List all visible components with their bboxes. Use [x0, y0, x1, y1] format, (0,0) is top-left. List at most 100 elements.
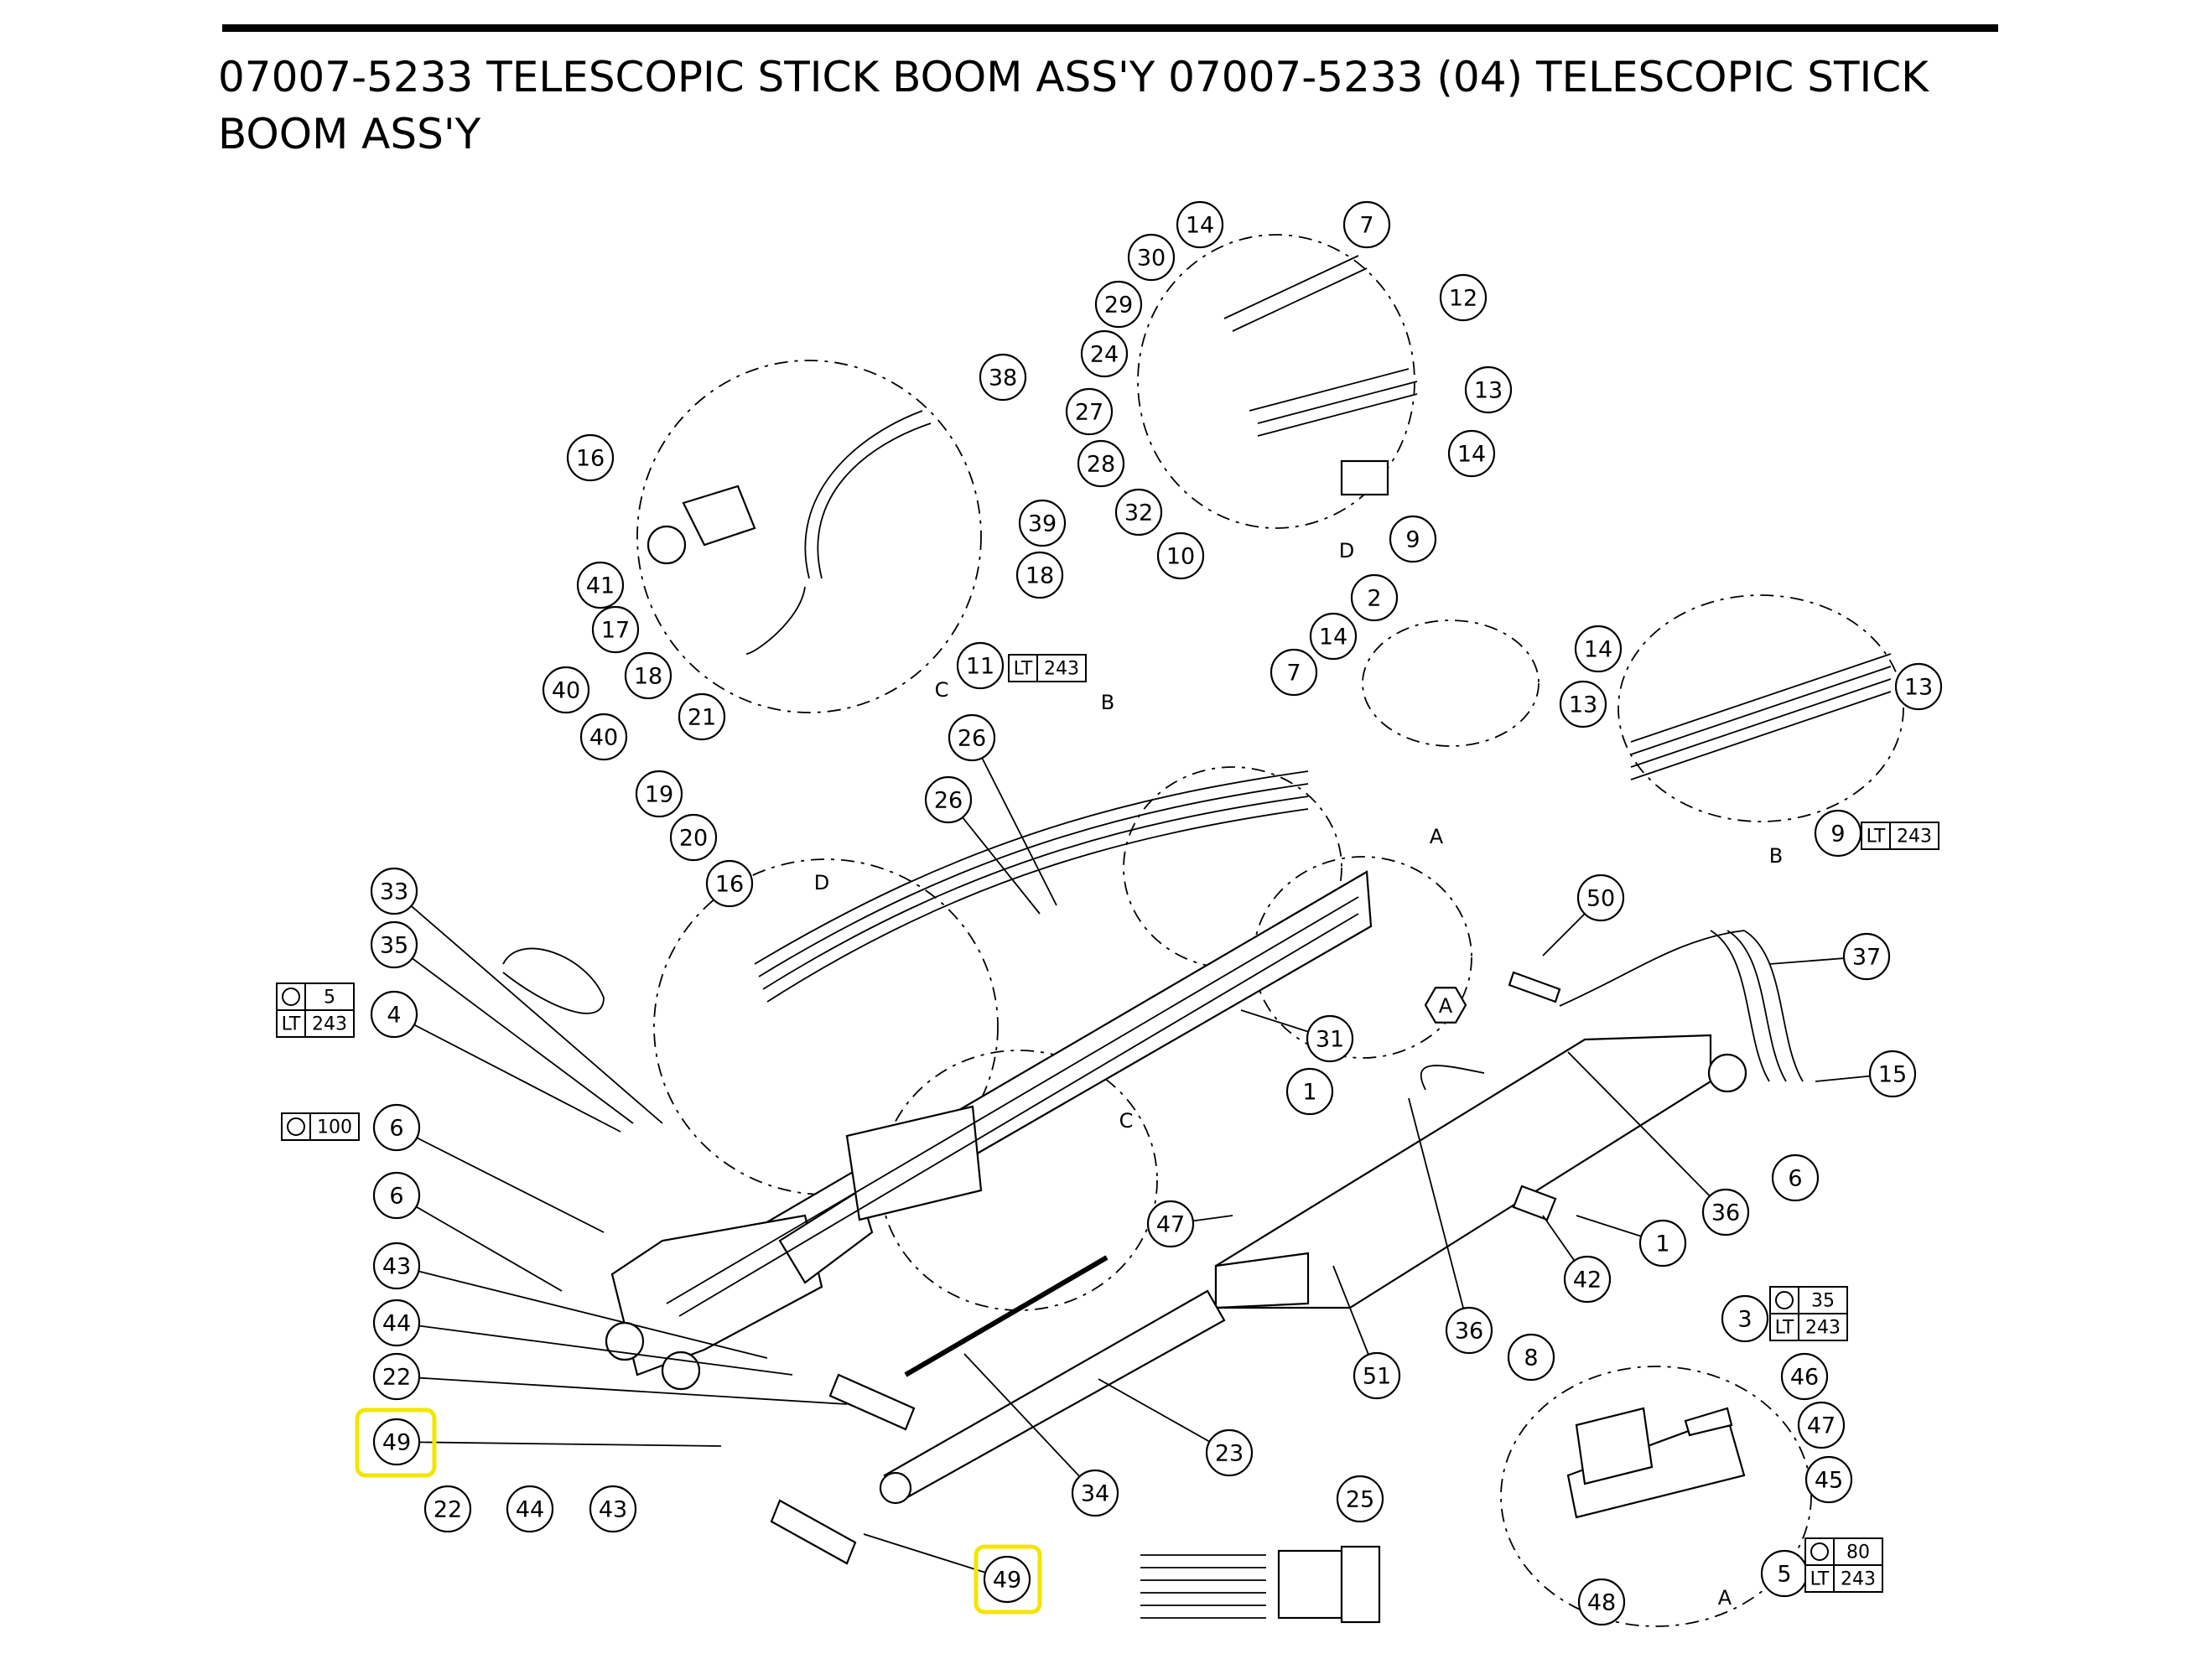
callout-number: 11	[966, 654, 994, 680]
callout-43: 43	[589, 1485, 637, 1533]
callout-16: 16	[566, 433, 615, 482]
callout-42: 42	[1563, 1255, 1612, 1304]
callout-number: 24	[1090, 342, 1119, 368]
callout-number: 38	[989, 365, 1017, 391]
callout-circle	[372, 1352, 421, 1401]
callout-number: 40	[552, 678, 580, 704]
torque-value: 100	[317, 1117, 352, 1138]
callout-circle	[1018, 499, 1067, 547]
callout-circle	[1439, 273, 1488, 322]
callout-circle	[566, 433, 615, 482]
callout-number: 1	[1302, 1080, 1316, 1106]
callout-number: 45	[1815, 1468, 1843, 1494]
callout-number: 34	[1081, 1481, 1109, 1507]
callout-number: 40	[589, 725, 618, 751]
callout-number: 31	[1316, 1027, 1344, 1053]
callout-31: 31	[1306, 1014, 1354, 1063]
detail-letter: D	[814, 871, 829, 894]
callout-number: 16	[715, 872, 744, 898]
detail-letter: B	[1101, 691, 1114, 714]
callout-circle	[1797, 1401, 1846, 1449]
torque-icon	[282, 988, 300, 1006]
callout-number: 6	[389, 1184, 403, 1210]
callout-circle	[624, 651, 672, 700]
callout-circle	[1080, 329, 1129, 378]
callout-number: 44	[516, 1497, 544, 1523]
callout-circle	[1336, 1475, 1384, 1523]
callout-circle	[1464, 365, 1513, 414]
callout-circle	[1350, 573, 1399, 622]
callout-circle	[1114, 488, 1163, 537]
callout-41: 41	[576, 561, 625, 609]
torque-value: 5	[324, 988, 335, 1008]
hose-lines	[502, 770, 1804, 1091]
callout-circle	[1342, 200, 1391, 249]
callout-48: 48	[1577, 1578, 1626, 1626]
callout-number: 22	[382, 1365, 411, 1391]
callout-circle	[1353, 1351, 1401, 1400]
callout-circle	[579, 713, 628, 761]
callout-number: 13	[1474, 378, 1503, 404]
callout-number: 42	[1573, 1268, 1602, 1294]
callout-29: 29	[1094, 280, 1143, 329]
callout-34: 34	[1071, 1469, 1119, 1517]
callout-circle	[1077, 439, 1125, 488]
callout-37: 37	[1842, 932, 1891, 981]
callout-circle	[1842, 932, 1891, 981]
callout-13: 13	[1894, 662, 1943, 711]
callout-circle	[1868, 1050, 1917, 1098]
callout-12: 12	[1439, 273, 1488, 322]
torque-value: 35	[1811, 1291, 1835, 1312]
detail-circles	[636, 234, 1904, 1627]
callout-circle	[1156, 531, 1205, 580]
callout-circle	[372, 1299, 421, 1347]
callout-number: 27	[1075, 400, 1103, 426]
callout-number: 30	[1137, 246, 1166, 272]
callout-circle	[1771, 1154, 1820, 1202]
detail-25-parts	[1140, 1545, 1381, 1624]
torque-icon	[287, 1117, 305, 1136]
callout-number: 33	[380, 879, 408, 905]
callout-20: 20	[669, 813, 718, 862]
callout-44: 44	[372, 1299, 421, 1347]
callout-circle	[1577, 1578, 1626, 1626]
callout-circle	[1445, 1306, 1493, 1355]
detail-letter: B	[1769, 844, 1783, 868]
callout-number: 37	[1852, 945, 1881, 971]
highlight-boxes	[355, 1408, 1042, 1615]
lt-label: LT	[282, 1014, 301, 1035]
torque-value: 80	[1846, 1542, 1870, 1563]
callout-circle	[1574, 625, 1623, 673]
callout-number: 8	[1524, 1345, 1538, 1371]
callout-8: 8	[1507, 1333, 1555, 1382]
callout-1: 1	[1638, 1219, 1687, 1268]
callout-number: 28	[1087, 452, 1115, 478]
callout-number: 6	[1788, 1166, 1802, 1192]
callout-circle	[372, 1103, 421, 1152]
callout-16: 16	[705, 859, 754, 908]
callout-44: 44	[506, 1485, 554, 1533]
callout-number: 16	[576, 446, 605, 472]
callout-circle	[669, 813, 718, 862]
callout-14: 14	[1176, 200, 1224, 249]
callout-26: 26	[924, 775, 973, 824]
callout-number: 7	[1286, 661, 1301, 687]
callout-number: 4	[387, 1003, 401, 1029]
callout-35: 35	[370, 920, 418, 969]
callout-circle	[1447, 429, 1496, 478]
callout-circle	[1146, 1200, 1195, 1248]
callout-13: 13	[1559, 680, 1607, 728]
callout-number: 9	[1830, 822, 1845, 848]
callout-13: 13	[1464, 365, 1513, 414]
callout-number: 43	[382, 1254, 411, 1280]
callout-1: 1	[1285, 1067, 1334, 1116]
lt-label: LT	[1014, 659, 1033, 680]
callout-number: 2	[1367, 586, 1381, 612]
torque-box: 100	[281, 1112, 360, 1141]
callout-number: 36	[1455, 1319, 1483, 1345]
callout-number: 7	[1359, 213, 1373, 239]
